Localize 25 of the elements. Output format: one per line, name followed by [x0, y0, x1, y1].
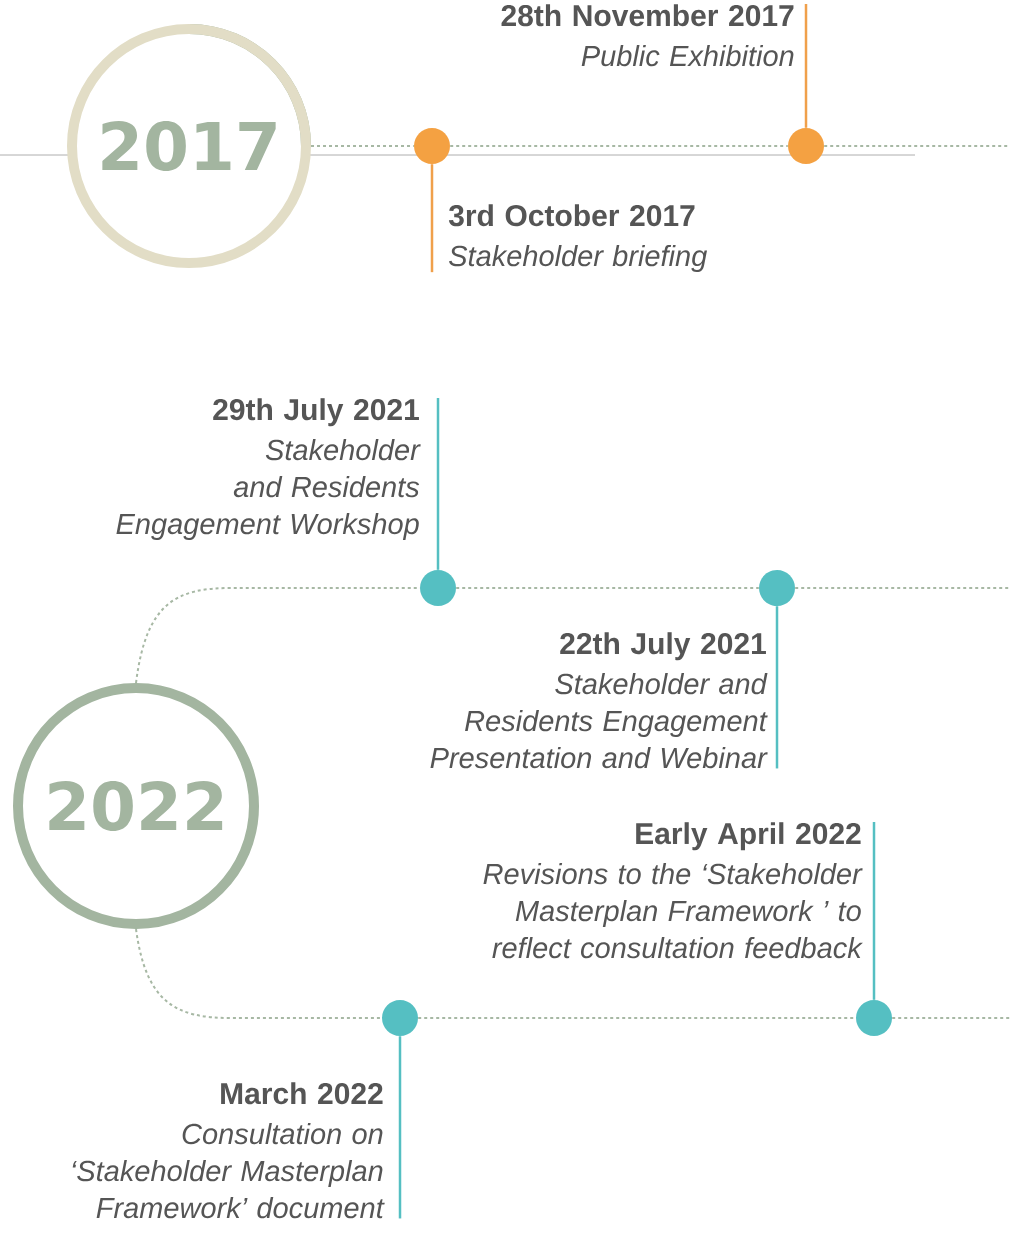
timeline-line — [891, 1017, 1010, 1019]
leader-line — [398, 1036, 402, 1219]
event-text: March 2022 Consultation on ‘Stakeholder Masterplan Framework’ document — [72, 1082, 385, 1219]
event-text: Early April 2022 Revisions to the ‘Stakeholder Masterplan Framework ’ to reflect consultation feedback — [483, 822, 863, 959]
event-text: 29th July 2021 Stakeholder and Residents Engagement Workshop — [116, 398, 421, 540]
leader-line — [436, 398, 440, 570]
event-text: 22th July 2021 Stakeholder and Residents Engagement Presentation and Webinar — [430, 632, 768, 769]
timeline-dot — [382, 1000, 418, 1036]
timeline-line — [823, 145, 1010, 147]
timeline-dot — [788, 128, 824, 164]
timeline-dot — [759, 570, 795, 606]
event-text: 28th November 2017 Public Exhibition — [501, 4, 794, 67]
leader-line — [430, 164, 434, 273]
timeline-dot — [414, 128, 450, 164]
leader-line — [872, 822, 876, 1000]
timeline-line — [455, 587, 760, 589]
leader-line — [775, 606, 779, 769]
timeline-dot — [420, 570, 456, 606]
leader-line — [804, 4, 808, 128]
timeline-line — [794, 587, 1010, 589]
timeline-line — [449, 145, 789, 147]
timeline-line — [310, 145, 415, 147]
event-text: 3rd October 2017 Stakeholder briefing — [448, 204, 708, 272]
timeline-line — [135, 928, 383, 1019]
timeline-dot — [856, 1000, 892, 1036]
